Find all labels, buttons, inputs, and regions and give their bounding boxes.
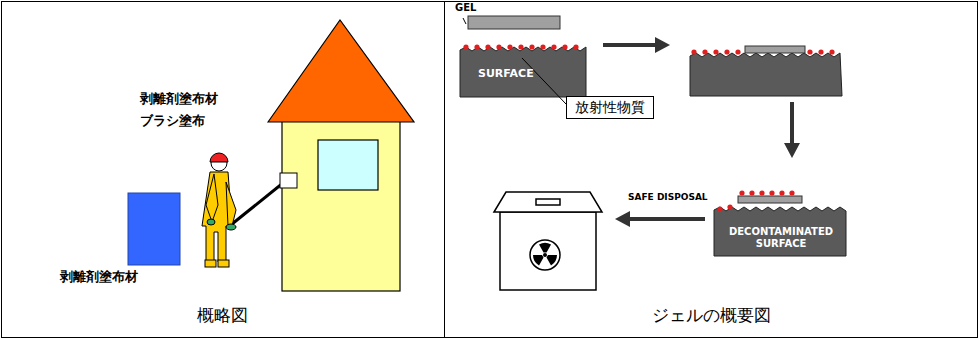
label: ブラシ塗布 [140,114,205,129]
caption: ジェルの概要図 [445,306,978,326]
house [268,20,414,291]
label: SURFACE [478,68,534,81]
label: 剥離剤塗布材 [140,92,218,107]
leader-line [522,58,566,104]
callout-text: 放射性物質 [575,99,645,115]
worker [202,153,297,267]
coating-container [128,193,180,265]
label: DECONTAMINATED SURFACE [722,226,840,249]
caption: 概略図 [0,306,444,326]
label: GEL [455,2,476,14]
label: SAFE DISPOSAL [628,192,708,202]
label: 剥離剤塗布材 [60,270,138,285]
gel-diagram [460,16,846,290]
callout-box: 放射性物質 [566,96,654,119]
disposal-box [494,192,602,290]
